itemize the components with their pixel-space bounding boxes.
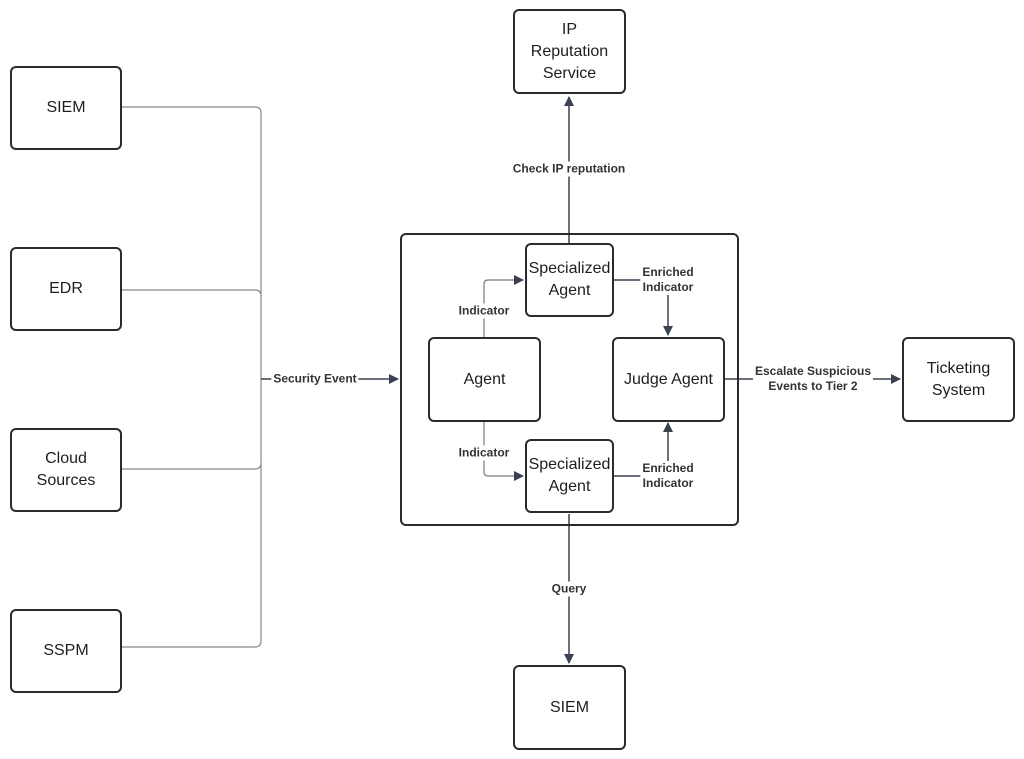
enriched-bottom-label: Enriched Indicator — [640, 461, 696, 491]
source-connectors — [121, 106, 262, 648]
ticketing-system-node: Ticketing System — [902, 337, 1015, 422]
sspm-source-node: SSPM — [10, 609, 122, 693]
edr-source-node: EDR — [10, 247, 122, 331]
agent-system-frame — [400, 233, 739, 526]
indicator-bottom-arrow — [483, 422, 524, 481]
cloud-sources-node: Cloud Sources — [10, 428, 122, 512]
siem-source-connector — [121, 106, 262, 648]
query-label: Query — [549, 581, 589, 597]
specialized-agent-bottom-node: Specialized Agent — [525, 439, 614, 513]
judge-agent-node: Judge Agent — [612, 337, 725, 422]
indicator-bottom-label: Indicator — [456, 445, 512, 461]
ip-reputation-service-node: IP Reputation Service — [513, 9, 626, 94]
edr-source-connector — [121, 289, 262, 297]
escalate-label: Escalate Suspicious Events to Tier 2 — [752, 364, 874, 394]
enriched-top-label: Enriched Indicator — [640, 265, 696, 295]
siem-query-node: SIEM — [513, 665, 626, 750]
siem-source-node: SIEM — [10, 66, 122, 150]
specialized-agent-top-node: Specialized Agent — [525, 243, 614, 317]
indicator-top-label: Indicator — [456, 303, 512, 319]
cloud-source-connector — [121, 462, 262, 470]
security-event-label: Security Event — [271, 371, 359, 387]
check-ip-label: Check IP reputation — [510, 161, 628, 177]
agent-node: Agent — [428, 337, 541, 422]
indicator-top-arrow — [483, 275, 524, 337]
